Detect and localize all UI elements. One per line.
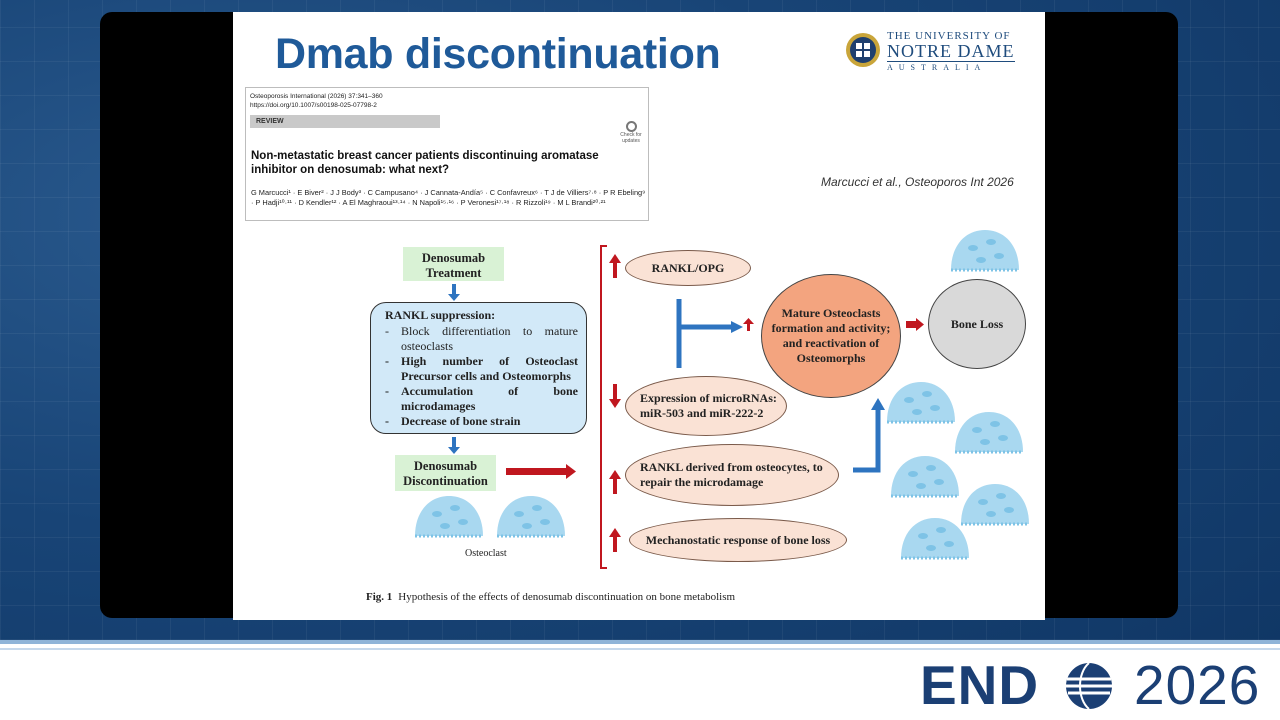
suppression-item: Block differentiation to mature osteocla… — [385, 324, 578, 354]
osteoclast-cell-icon — [889, 454, 961, 498]
logo-line-1: THE UNIVERSITY OF — [887, 30, 1011, 42]
check-updates-badge: Check for updates — [620, 121, 642, 144]
arrow-up-rankl — [609, 254, 621, 263]
rankl-suppression-box: RANKL suppression: Block differentiation… — [370, 302, 587, 434]
university-logo: THE UNIVERSITY OF NOTRE DAME AUSTRALIA — [845, 30, 1015, 74]
check-updates-label: Check for updates — [620, 132, 642, 144]
arrow-up-mechanostatic — [609, 528, 621, 537]
university-seal-icon — [846, 33, 880, 67]
globe-icon — [1066, 662, 1112, 710]
conference-brand-part2: 2026 — [1134, 654, 1261, 716]
paper-authors: G Marcucci¹ · E Biver² · J J Body³ · C C… — [251, 188, 646, 207]
band-stripe — [0, 640, 1280, 644]
bottom-band — [0, 640, 1280, 720]
arrow-down-1 — [448, 294, 460, 301]
caption-label: Fig. 1 — [366, 591, 393, 603]
band-stripe — [0, 648, 1280, 650]
paper-type-bar: REVIEW — [250, 115, 440, 128]
conference-logo: END 2026 — [920, 656, 1270, 714]
bracket — [600, 245, 607, 569]
paper-excerpt: Osteoporosis International (2026) 37:341… — [245, 87, 649, 221]
logo-line-3: AUSTRALIA — [887, 61, 1015, 72]
caption-text: Hypothesis of the effects of denosumab d… — [398, 591, 736, 603]
osteoclast-label: Osteoclast — [465, 548, 507, 559]
microrna-ellipse: Expression of microRNAs: miR-503 and miR… — [625, 376, 787, 436]
paper-doi: https://doi.org/10.1007/s00198-025-07798… — [250, 102, 377, 109]
osteoclast-cell-icon — [949, 228, 1021, 272]
slide-title: Dmab discontinuation — [275, 30, 721, 78]
osteoclast-cell-icon — [953, 410, 1025, 454]
suppression-item: Decrease of bone strain — [385, 414, 578, 429]
suppression-item: High number of Osteoclast Precursor cell… — [385, 354, 578, 384]
rankl-osteocytes-ellipse: RANKL derived from osteocytes, to repair… — [625, 444, 839, 506]
rankl-opg-ellipse: RANKL/OPG — [625, 250, 751, 286]
suppression-item: Accumulation of bone microdamages — [385, 384, 578, 414]
figure-caption: Fig. 1 Hypothesis of the effects of denos… — [366, 591, 735, 603]
osteoclast-cell-icon — [899, 516, 971, 560]
paper-title: Non-metastatic breast cancer patients di… — [251, 150, 599, 176]
osteoclast-cell-icon — [495, 494, 567, 538]
red-arrow-right — [566, 464, 576, 479]
conference-brand-part1: END — [920, 654, 1040, 716]
denosumab-treatment-box: Denosumab Treatment — [403, 247, 504, 281]
mechanostatic-ellipse: Mechanostatic response of bone loss — [629, 518, 847, 562]
paper-journal: Osteoporosis International (2026) 37:341… — [250, 93, 383, 100]
citation: Marcucci et al., Osteoporos Int 2026 — [821, 175, 1014, 189]
osteoclast-cell-icon — [413, 494, 485, 538]
denosumab-discontinuation-box: Denosumab Discontinuation — [395, 455, 496, 491]
small-red-up-arrow — [743, 318, 754, 324]
mature-osteoclasts-circle: Mature Osteoclasts formation and activit… — [761, 274, 901, 398]
figure-diagram: Denosumab Treatment RANKL suppression: B… — [233, 12, 1045, 620]
osteoclast-cell-icon — [959, 482, 1031, 526]
blue-arrow-right — [731, 321, 743, 333]
check-updates-icon — [625, 121, 637, 132]
arrow-down-2 — [448, 447, 460, 454]
arrow-down-mirna — [609, 399, 621, 408]
diagram-connectors — [413, 228, 1031, 569]
logo-line-2: NOTRE DAME — [887, 41, 1015, 61]
blue-arrow-up — [871, 398, 885, 410]
presentation-slide: Dmab discontinuation THE UNIVERSITY OF N… — [233, 12, 1045, 620]
red-arrow-bone-loss — [916, 318, 924, 331]
bone-loss-circle: Bone Loss — [928, 279, 1026, 369]
rankl-suppression-heading: RANKL suppression: — [385, 308, 496, 322]
arrow-up-osteocytes — [609, 470, 621, 479]
osteoclast-cell-icon — [885, 380, 957, 424]
